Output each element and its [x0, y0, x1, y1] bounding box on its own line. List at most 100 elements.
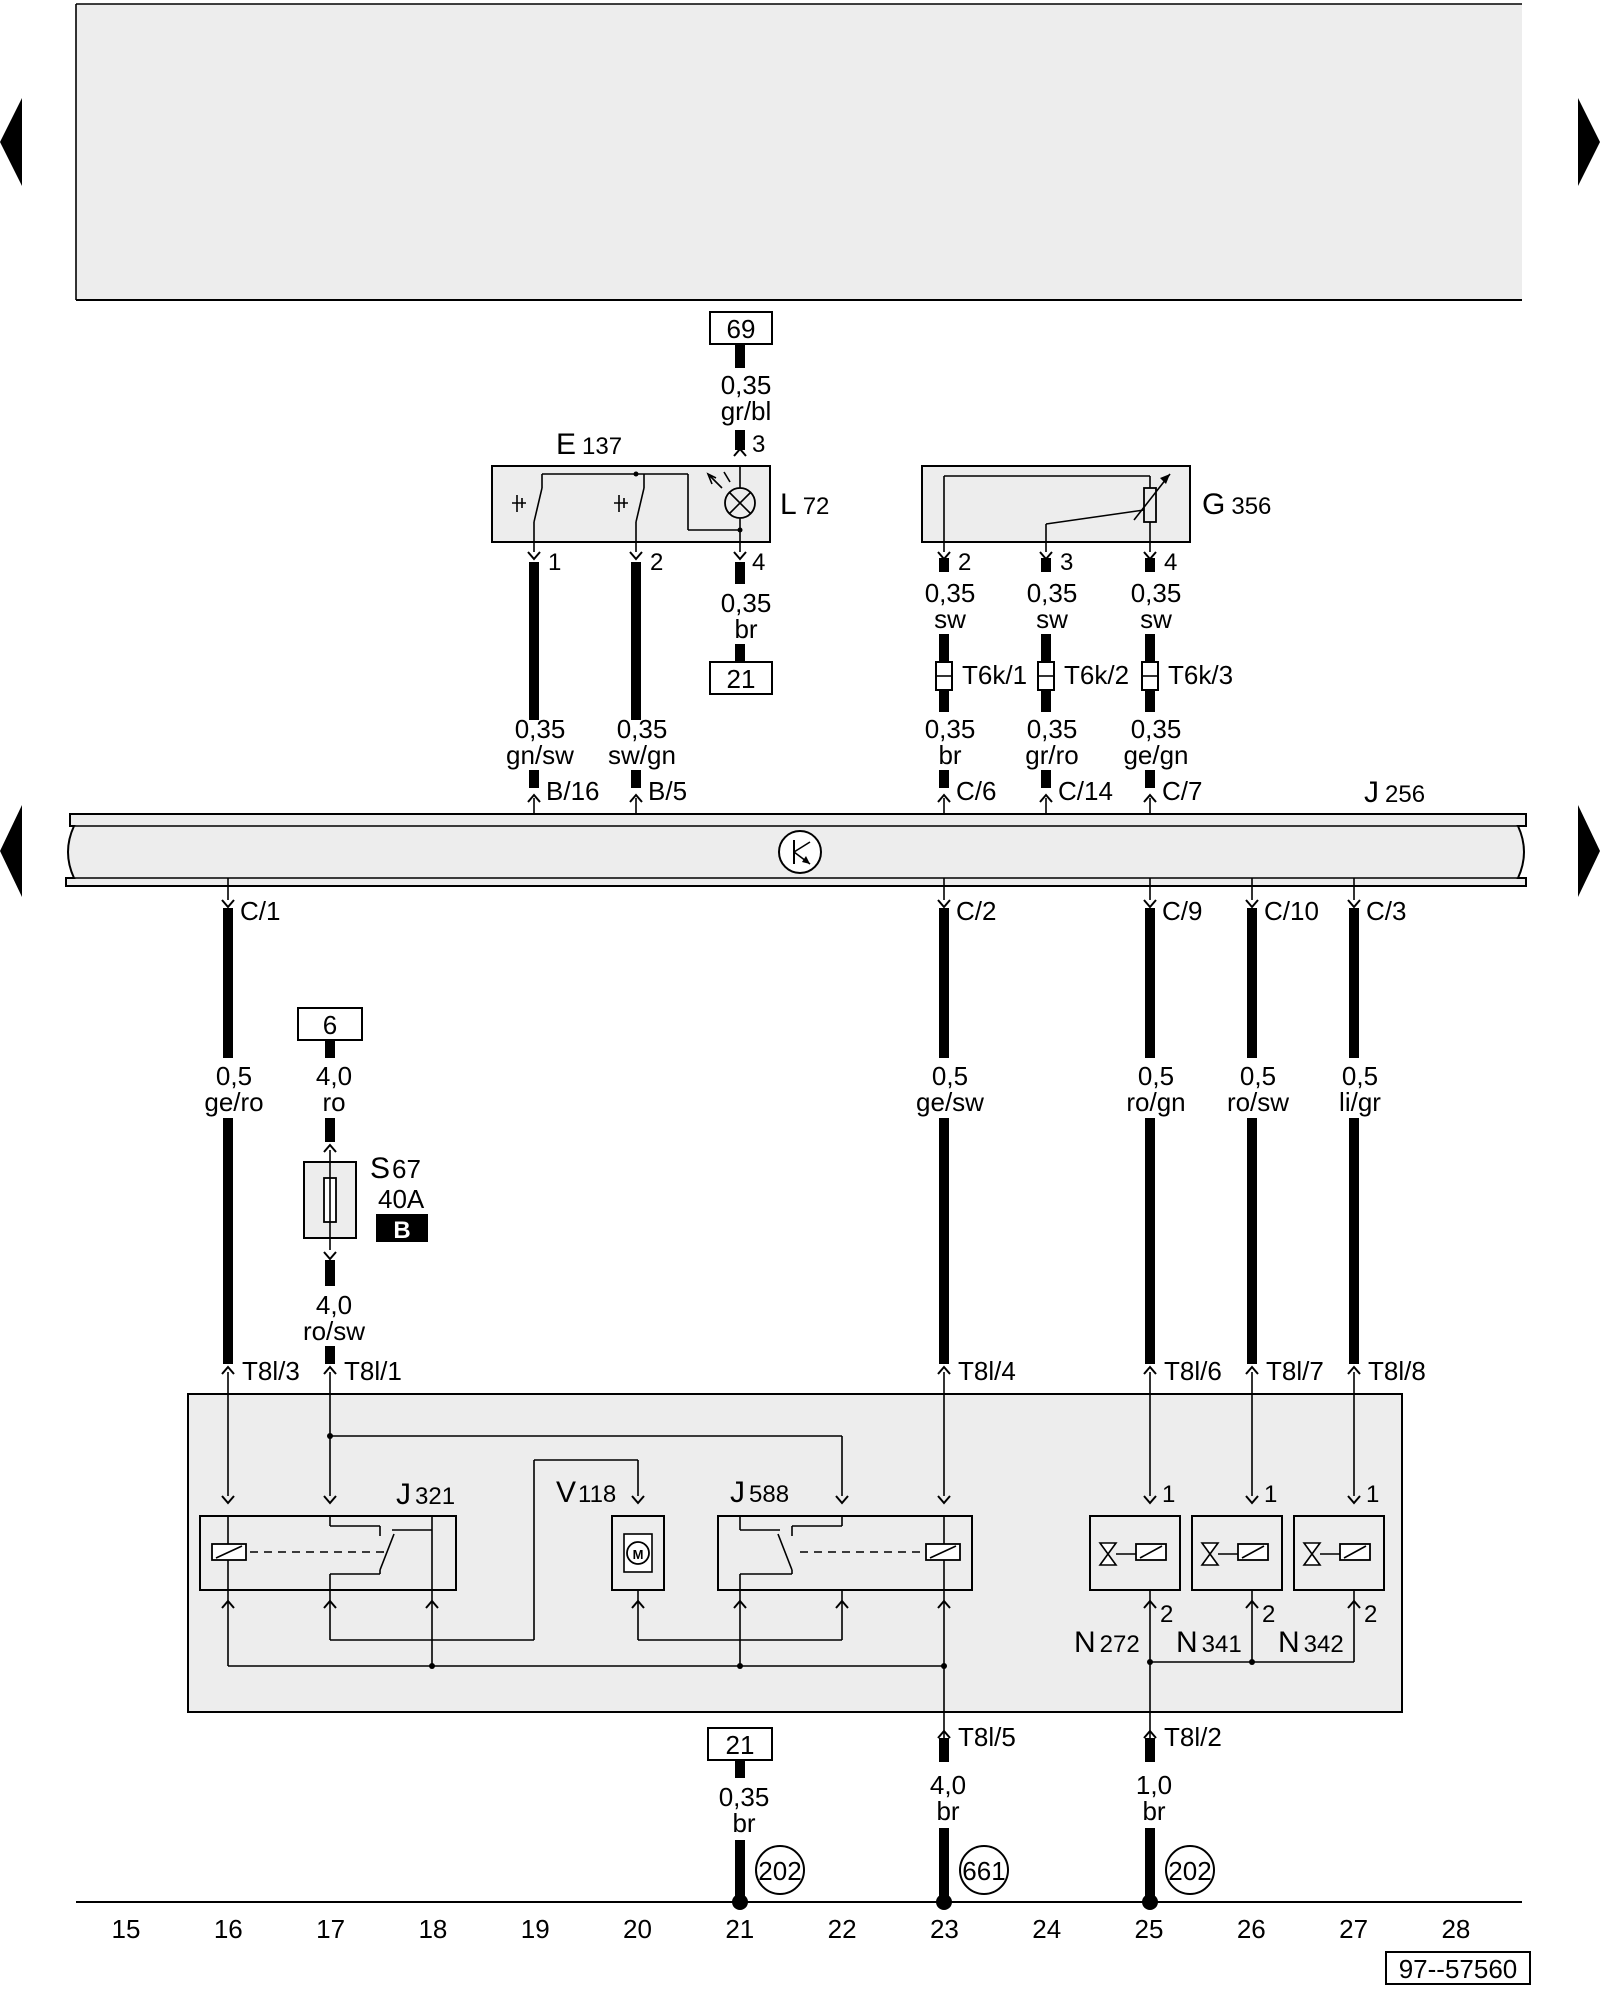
svg-text:2: 2 [958, 549, 971, 576]
svg-text:ro/sw: ro/sw [1227, 1087, 1289, 1117]
wire-l72-color: br [734, 614, 757, 644]
svg-text:gr/ro: gr/ro [1025, 740, 1078, 770]
svg-text:C/3: C/3 [1366, 896, 1406, 926]
svg-text:ro/gn: ro/gn [1126, 1087, 1185, 1117]
svg-text:4: 4 [1164, 549, 1177, 576]
empty-top-panel [76, 4, 1522, 300]
ref-box-21-top [709, 661, 773, 695]
svg-text:T8l/7: T8l/7 [1266, 1356, 1324, 1386]
svg-text:C/10: C/10 [1264, 896, 1319, 926]
svg-text:sw: sw [1140, 604, 1172, 634]
track-number: 18 [418, 1914, 447, 1944]
svg-text:sw: sw [1036, 604, 1068, 634]
svg-text:0,35: 0,35 [1027, 578, 1078, 608]
track-number: 26 [1237, 1914, 1266, 1944]
svg-text:C/6: C/6 [956, 776, 996, 806]
switch-e137-contact-2-icon [614, 495, 628, 512]
sensor-g356-box [921, 465, 1191, 543]
transistor-icon [778, 830, 822, 874]
svg-text:br: br [936, 1796, 959, 1826]
g356-pin-2-wire: 2 0,35 sw T6k/1 0,35 br [925, 542, 1027, 788]
pin-n272-1: 1 [1162, 1481, 1175, 1508]
wire-e137-2-color: sw/gn [608, 740, 676, 770]
svg-text:0,5: 0,5 [1342, 1061, 1378, 1091]
svg-text:0,35: 0,35 [1131, 714, 1182, 744]
valve-n272 [1089, 1515, 1181, 1591]
svg-text:0,35: 0,35 [925, 714, 976, 744]
svg-text:0,5: 0,5 [216, 1061, 252, 1091]
svg-text:0,35: 0,35 [1027, 714, 1078, 744]
svg-text:202: 202 [1168, 1856, 1211, 1886]
track-number: 23 [930, 1914, 959, 1944]
wire-e137-1-size: 0,35 [515, 714, 566, 744]
svg-text:T6k/3: T6k/3 [1168, 660, 1233, 690]
next-page-arrow-top[interactable] [1578, 98, 1600, 186]
svg-text:T8l/4: T8l/4 [958, 1356, 1016, 1386]
t8l2-label: T8l/2 [1164, 1722, 1222, 1752]
ref-69-label: 69 [727, 314, 756, 344]
fuse-location-badge [376, 1214, 428, 1242]
svg-text:0,5: 0,5 [932, 1061, 968, 1091]
fuse-location-label: B [393, 1217, 410, 1244]
ground-point-661 [959, 1845, 1009, 1895]
ref-21-bottom-label: 21 [726, 1730, 755, 1760]
svg-text:C/7: C/7 [1162, 776, 1202, 806]
svg-text:ro: ro [322, 1087, 345, 1117]
svg-text:T8l/3: T8l/3 [242, 1356, 300, 1386]
svg-text:202: 202 [758, 1856, 801, 1886]
svg-text:li/gr: li/gr [1339, 1087, 1381, 1117]
pin-e137-1: 1 [548, 549, 561, 576]
ref-box-69 [709, 311, 773, 345]
svg-text:T6k/1: T6k/1 [962, 660, 1027, 690]
svg-text:0,35: 0,35 [719, 1782, 770, 1812]
prev-page-arrow-mid[interactable] [0, 805, 22, 897]
svg-text:ro/sw: ro/sw [303, 1316, 365, 1346]
pin-n341-1: 1 [1264, 1481, 1277, 1508]
svg-text:T8l/6: T8l/6 [1164, 1356, 1222, 1386]
pin-l72-4: 4 [752, 549, 765, 576]
svg-text:C/14: C/14 [1058, 776, 1113, 806]
svg-text:M: M [633, 1547, 644, 1562]
track-number: 20 [623, 1914, 652, 1944]
track-number: 24 [1032, 1914, 1061, 1944]
svg-text:3: 3 [1060, 549, 1073, 576]
pin-e137-2: 2 [650, 549, 663, 576]
ground-point-202 [755, 1845, 805, 1895]
svg-text:0,5: 0,5 [1240, 1061, 1276, 1091]
wires-to-module: 0,5 ge/ro 0,5 ge/sw 0,5 ro/gn 0,5 ro/sw … [204, 908, 1381, 1364]
track-number: 27 [1339, 1914, 1368, 1944]
track-number: 17 [316, 1914, 345, 1944]
g356-pin-4-wire: 4 0,35 sw T6k/3 0,35 ge/gn [1123, 542, 1233, 788]
svg-text:0,35: 0,35 [925, 578, 976, 608]
control-unit-j256 [65, 813, 1527, 887]
document-number: 97--57560 [1399, 1954, 1518, 1984]
track-number: 16 [214, 1914, 243, 1944]
motor-icon [626, 1541, 650, 1565]
pin-n341-2: 2 [1262, 1601, 1275, 1628]
pin-n342-2: 2 [1364, 1601, 1377, 1628]
svg-text:T6k/2: T6k/2 [1064, 660, 1129, 690]
ref-6-label: 6 [323, 1010, 337, 1040]
prev-page-arrow-top[interactable] [0, 98, 22, 186]
svg-text:0,5: 0,5 [1138, 1061, 1174, 1091]
valve-n341 [1191, 1515, 1283, 1591]
g356-pin-3-wire: 3 0,35 sw T6k/2 0,35 gr/ro [1025, 542, 1129, 788]
svg-text:B/16: B/16 [546, 776, 600, 806]
svg-text:B/5: B/5 [648, 776, 687, 806]
track-number: 25 [1135, 1914, 1164, 1944]
track-number: 15 [112, 1914, 141, 1944]
svg-text:C/9: C/9 [1162, 896, 1202, 926]
s67-rating: 40A [378, 1184, 425, 1214]
next-page-arrow-mid[interactable] [1578, 805, 1600, 897]
svg-text:1,0: 1,0 [1136, 1770, 1172, 1800]
wire-l72-size: 0,35 [721, 588, 772, 618]
document-number-box [1385, 1951, 1531, 1985]
svg-text:T8l/8: T8l/8 [1368, 1356, 1426, 1386]
